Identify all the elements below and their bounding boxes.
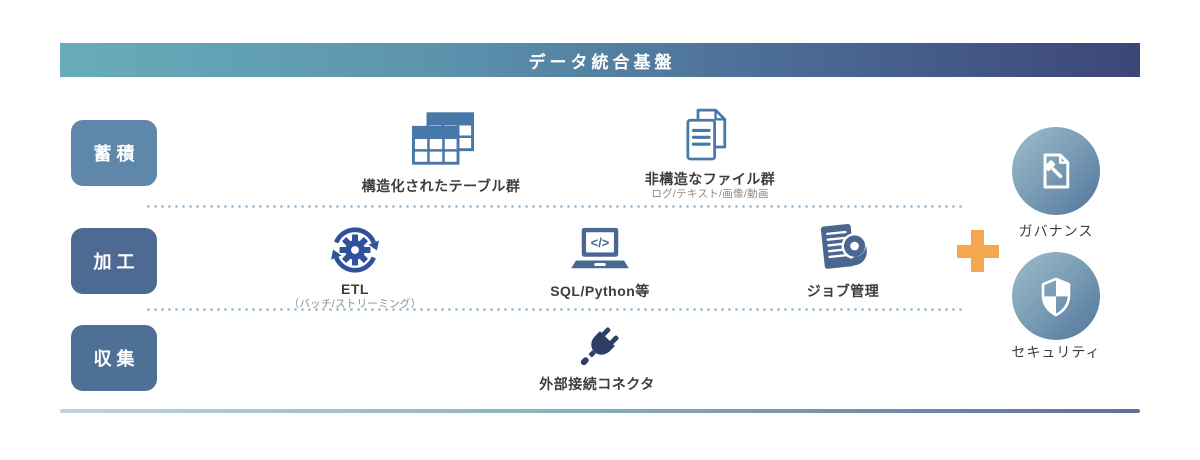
page-title: データ統合基盤 [528, 52, 676, 72]
row-label-collection: 収集 [71, 325, 157, 391]
job-script-icon [812, 219, 874, 280]
header-bar: データ統合基盤 [60, 43, 1140, 77]
row-label-processing-text: 加工 [93, 252, 140, 272]
row-label-storage-text: 蓄積 [93, 144, 140, 164]
governance-gavel-doc-icon [1043, 153, 1070, 189]
security-badge [1012, 252, 1100, 340]
job-management-label: ジョブ管理 [806, 283, 880, 299]
governance-label: ガバナンス [1018, 223, 1094, 239]
laptop-code-icon: </> [567, 226, 633, 279]
security-shield-icon [1041, 277, 1071, 317]
dotted-divider-bottom [145, 307, 963, 312]
etl-sync-gear-icon [325, 219, 385, 286]
tables-icon [412, 112, 474, 172]
unstructured-files-sublabel: ログ/テキスト/画像/動画 [651, 188, 769, 200]
code-glyph: </> [591, 235, 610, 250]
row-label-processing: 加工 [71, 228, 157, 294]
dotted-divider-top [145, 204, 963, 209]
row-label-storage: 蓄積 [71, 120, 157, 186]
bottom-divider [60, 409, 1140, 413]
files-icon [686, 106, 734, 169]
security-label: セキュリティ [1011, 344, 1101, 360]
governance-badge [1012, 127, 1100, 215]
etl-label: ETL [341, 281, 369, 297]
plus-icon-vertical-bar [971, 230, 984, 272]
external-connector-label: 外部接続コネクタ [539, 376, 655, 392]
etl-sublabel: （バッチ/ストリーミング） [288, 298, 422, 310]
structured-tables-label: 構造化されたテーブル群 [361, 178, 521, 194]
sql-python-label: SQL/Python等 [550, 283, 650, 299]
row-label-collection-text: 収集 [93, 349, 140, 369]
unstructured-files-label: 非構造なファイル群 [644, 171, 776, 187]
plug-connector-icon [574, 326, 620, 377]
